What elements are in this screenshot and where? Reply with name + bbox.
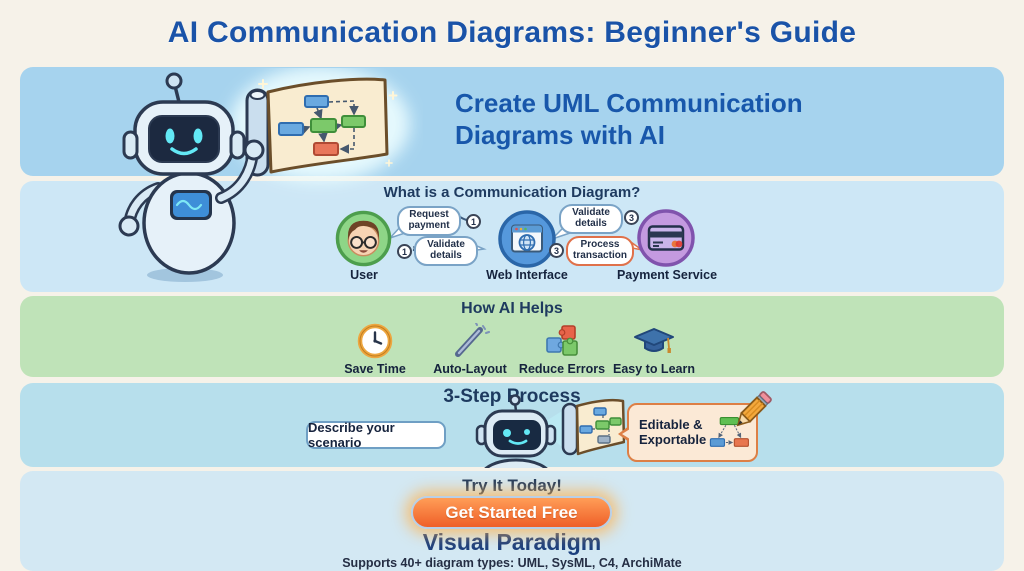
pencil-icon [736, 391, 772, 427]
mini-robot-illustration [460, 394, 625, 468]
robot-projecting-diagram-icon [475, 394, 625, 468]
sequence-number-3b: 3 [549, 243, 564, 258]
clock-icon [357, 323, 393, 359]
browser-globe-icon [498, 210, 556, 268]
web-interface-actor [497, 209, 557, 269]
supported-types-footnote: Supports 40+ diagram types: UML, SysML, … [342, 556, 682, 570]
how-heading: How AI Helps [461, 300, 563, 317]
message-bubble-validate-details-left: Validate details [414, 236, 478, 266]
hero-heading: Create UML Communication Diagrams with A… [455, 88, 803, 150]
sequence-number-1b: 1 [397, 244, 412, 259]
payment-service-label: Payment Service [616, 268, 718, 282]
robot-mascot-illustration [113, 68, 423, 303]
sequence-number-3: 3 [624, 210, 639, 225]
cta-heading: Try It Today! [462, 476, 562, 495]
user-actor [335, 210, 392, 267]
how-label-reduce-errors: Reduce Errors [518, 362, 606, 376]
how-label-easy-to-learn: Easy to Learn [613, 362, 695, 376]
user-avatar-icon [335, 210, 392, 267]
puzzle-icon [546, 325, 578, 356]
payment-service-actor [636, 208, 696, 268]
page-title: AI Communication Diagrams: Beginner's Gu… [167, 16, 857, 49]
sequence-number-1: 1 [466, 214, 481, 229]
how-section: How AI Helps [20, 296, 1004, 377]
how-item-auto-layout: Auto-Layout [422, 322, 518, 376]
pencil-illustration [729, 388, 775, 434]
what-heading: What is a Communication Diagram? [383, 184, 641, 201]
get-started-button[interactable]: Get Started Free [411, 496, 612, 529]
brand-name: Visual Paradigm [422, 529, 602, 555]
magic-wand-icon [455, 323, 490, 357]
scenario-input-pill: Describe your scenario [306, 420, 446, 450]
message-bubble-validate-details-right: Validate details [559, 204, 623, 234]
how-label-save-time: Save Time [344, 362, 406, 376]
how-item-save-time: Save Time [327, 322, 423, 376]
web-interface-label: Web Interface [486, 268, 568, 282]
robot-with-scroll-icon [118, 68, 410, 282]
graduation-cap-icon [634, 328, 674, 353]
message-bubble-process-transaction: Process transaction [566, 236, 634, 266]
how-item-easy-to-learn: Easy to Learn [606, 322, 702, 376]
how-label-auto-layout: Auto-Layout [433, 362, 507, 376]
credit-card-icon [637, 209, 695, 267]
how-item-reduce-errors: Reduce Errors [514, 322, 610, 376]
editable-exportable-bubble: Editable & Exportable [618, 403, 758, 462]
editable-exportable-label: Editable & Exportable [639, 416, 707, 447]
message-bubble-request-payment: Request payment [397, 206, 461, 236]
user-label: User [350, 268, 378, 282]
